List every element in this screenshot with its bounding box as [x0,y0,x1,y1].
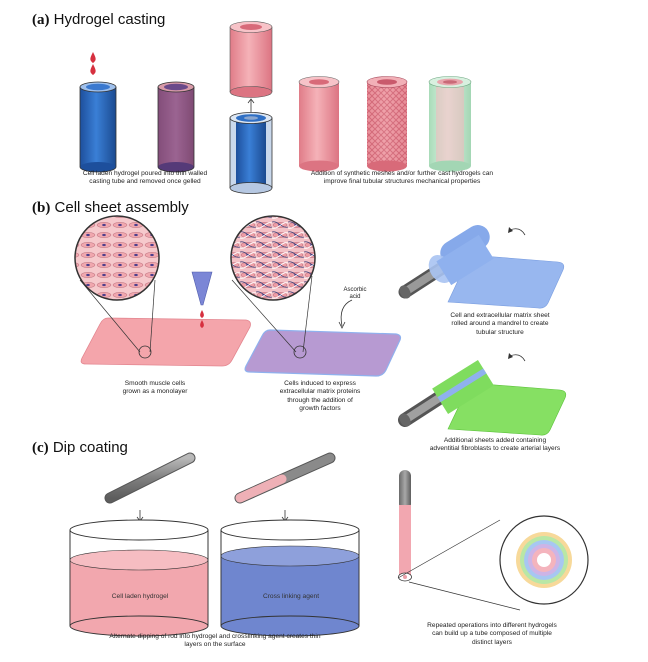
gray-rod-1 [104,452,196,504]
droplet-icon [200,320,204,328]
caption-b-additional: Additional sheets added containing adven… [395,437,595,454]
caption-line: Smooth muscle cells [124,380,186,387]
caption-b-induced: Cells induced to express extracellular m… [250,380,390,414]
caption-line: Cell laden hydrogel poured into thin wal… [82,170,208,177]
concentric-layers-crosssection [499,515,589,605]
pink-hollow-tube-top [229,21,273,98]
caption-line: can build up a tube composed of multiple [432,630,552,638]
caption-line: Ascorbic [343,287,367,293]
caption-line: Addition of synthetic meshes and/or furt… [310,170,494,177]
section-title: Hydrogel casting [53,11,166,28]
pipette-icon [191,271,213,306]
caption-line: layers on the surface [184,641,246,649]
caption-line: rolled around a mandrel to create [451,320,549,328]
purple-cell-sheet [244,329,402,377]
droplet-icon [200,310,204,318]
section-a-illustrations [79,21,472,194]
caption-c-alternate: Alternate dipping of rod into hydrogel a… [60,633,370,650]
caption-line: adventitial fibroblasts to create arteri… [429,445,561,453]
label-ascorbic-acid: Ascorbic acid [330,287,380,301]
mesh-tube [366,76,408,172]
beaker-crosslinking [220,519,360,637]
caption-line: through the addition of [287,396,353,404]
caption-line: distinct layers [472,638,512,646]
caption-line: growth factors [299,405,341,413]
section-letter: (a) [32,12,50,28]
caption-b-smooth-muscle: Smooth muscle cells grown as a monolayer [95,380,215,397]
caption-line: Alternate dipping of rod into hydrogel a… [109,633,321,640]
section-title: Cell sheet assembly [54,199,189,216]
droplet-icon [90,64,96,75]
caption-a-right: Addition of synthetic meshes and/or furt… [282,170,522,187]
zoom-lens-ring [74,215,160,301]
pink-tube [298,76,340,172]
section-c-heading: (c) Dip coating [32,439,128,457]
blue-sheet-roll [398,225,565,309]
rotate-arrow-icon [509,228,526,236]
caption-line: extracellular matrix proteins [279,388,361,396]
casting-tube-blue [79,81,117,173]
label-cross-linking-agent: Cross linking agent [262,593,320,600]
caption-c-repeated: Repeated operations into different hydro… [402,622,582,647]
pink-cell-sheet [80,317,251,367]
section-letter: (b) [32,200,51,216]
zoom-smooth-muscle-cells [75,216,159,300]
green-sheet-roll [398,353,567,436]
section-title: Dip coating [52,439,128,456]
section-b-illustrations [74,215,567,436]
casting-tube-purple [157,81,195,173]
caption-line: casting tube and removed once gelled [89,178,201,186]
caption-line: Repeated operations into different hydro… [427,622,557,629]
caption-line: Additional sheets added containing [443,437,547,444]
caption-line: Cells induced to express [284,380,356,387]
caption-line: acid [349,294,361,300]
caption-line: Cell and extracellular matrix sheet [450,312,550,319]
rotate-arrow-icon [509,354,526,362]
caption-b-rolled: Cell and extracellular matrix sheet roll… [420,312,580,337]
casting-tube-blue-core [229,112,273,194]
gray-pink-rod-2 [234,452,336,504]
caption-line: grown as a monolayer [122,388,188,396]
caption-line: improve final tubular structures mechani… [323,178,481,186]
section-b-heading: (b) Cell sheet assembly [32,199,189,217]
caption-line: tubular structure [476,328,524,336]
ascorbic-arrow-icon [340,299,353,327]
section-c-illustrations [69,452,589,637]
zoom-lens-ring [230,215,316,301]
section-a-heading: (a) Hydrogel casting [32,11,165,29]
droplet-icon [90,52,96,63]
beaker-hydrogel [69,519,209,637]
vertical-coated-rod [397,470,521,611]
caption-a-left: Cell laden hydrogel poured into thin wal… [55,170,235,187]
mint-tube [428,76,472,172]
zoom-ecm-cells [231,216,315,300]
label-cell-laden-hydrogel: Cell laden hydrogel [111,593,169,600]
section-letter: (c) [32,440,49,456]
